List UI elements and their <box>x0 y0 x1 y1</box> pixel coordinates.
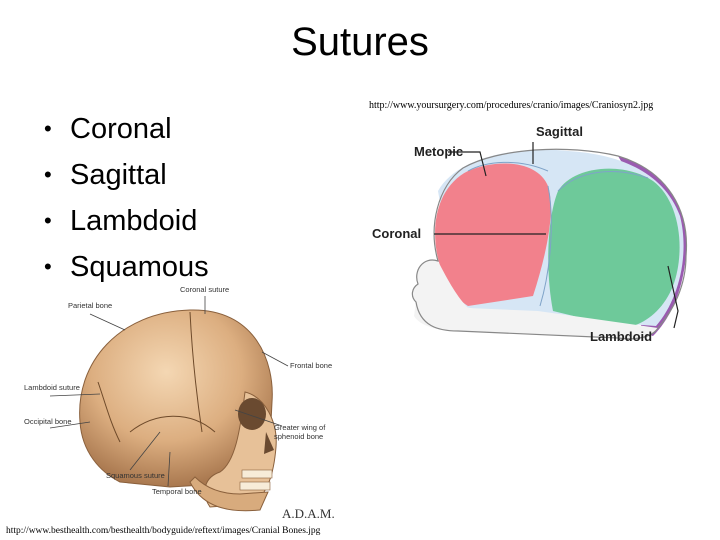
bullet-item: • Lambdoid <box>44 198 209 244</box>
label-frontal-bone: Frontal bone <box>290 361 332 370</box>
upper-teeth <box>241 469 273 479</box>
image-source-url-right: http://www.yoursurgery.com/procedures/cr… <box>369 100 654 111</box>
bullet-text: Coronal <box>70 113 172 145</box>
face-region <box>412 260 658 339</box>
label-greater-wing-2: sphenoid bone <box>274 432 323 441</box>
leader-lambdoid <box>667 265 679 329</box>
suture-bullet-list: • Coronal • Sagittal • Lambdoid • Squamous <box>44 106 209 290</box>
bullet-dot: • <box>44 208 52 233</box>
orbit <box>238 398 266 430</box>
coronal-suture-line <box>189 311 203 433</box>
label-temporal-bone: Temporal bone <box>152 487 202 496</box>
bullet-text: Squamous <box>70 251 209 283</box>
label-lambdoid: Lambdoid <box>590 329 652 344</box>
frontal-bone-region <box>435 163 551 306</box>
infant-skull-diagram: Sagittal Metopic Coronal Lambdoid <box>372 124 688 344</box>
bullet-dot: • <box>44 254 52 279</box>
lower-teeth <box>239 481 271 491</box>
adam-logo: A.D.A.M. <box>282 506 335 521</box>
leader-occipital <box>49 421 91 429</box>
label-occipital-bone: Occipital bone <box>24 417 72 426</box>
squamous-suture-line <box>129 415 216 433</box>
label-parietal-bone: Parietal bone <box>68 301 112 310</box>
label-metopic: Metopic <box>414 144 463 159</box>
leader-frontal <box>261 351 289 367</box>
cranium-shape <box>79 309 273 488</box>
label-greater-wing: Greater wing of <box>274 423 326 432</box>
bullet-text: Lambdoid <box>70 205 198 237</box>
image-source-url-left: http://www.besthealth.com/besthealth/bod… <box>6 526 321 536</box>
leader-metopic <box>448 151 487 177</box>
bullet-item: • Sagittal <box>44 152 209 198</box>
bullet-dot: • <box>44 162 52 187</box>
leader-temporal <box>167 451 171 487</box>
bullet-item: • Coronal <box>44 106 209 152</box>
label-squamous-suture: Squamous suture <box>106 471 165 480</box>
mandible <box>189 476 269 512</box>
label-sagittal: Sagittal <box>536 124 583 139</box>
leader-squamous <box>129 431 161 471</box>
suture-lines <box>467 161 649 307</box>
nasal-cavity <box>264 432 274 454</box>
adult-skull-diagram: Coronal suture Parietal bone Frontal bon… <box>24 285 335 521</box>
label-lambdoid-suture: Lambdoid suture <box>24 383 80 392</box>
slide-title: Sutures <box>291 20 429 64</box>
bullet-text: Sagittal <box>70 159 167 191</box>
lambdoid-suture-line <box>97 381 121 443</box>
bullet-dot: • <box>44 116 52 141</box>
skull-outline <box>411 148 688 340</box>
bullet-item: • Squamous <box>44 244 209 290</box>
leader-parietal <box>89 313 126 331</box>
label-coronal-suture: Coronal suture <box>180 285 229 294</box>
label-coronal: Coronal <box>372 226 421 241</box>
leader-greater-wing <box>234 409 283 427</box>
parietal-bone-region <box>548 168 680 328</box>
leader-lambdoid <box>49 393 101 397</box>
